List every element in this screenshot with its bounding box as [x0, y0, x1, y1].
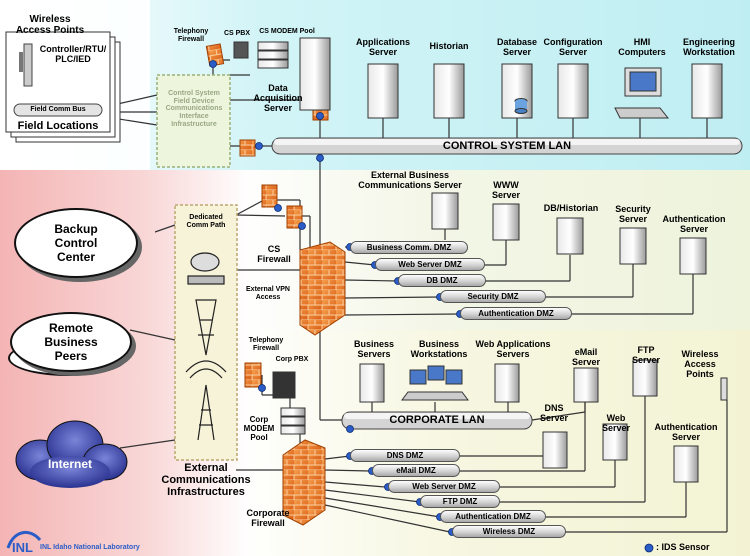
- corporate-lan-label: CORPORATE LAN: [389, 414, 485, 426]
- control-system-lan: CONTROL SYSTEM LAN: [272, 138, 742, 154]
- cs-dmz-business-comm: Business Comm. DMZ: [350, 241, 468, 254]
- external-comm-box: [174, 204, 238, 461]
- corp-pbx-label: Corp PBX: [275, 356, 309, 363]
- cs-dmz-security-label: Security DMZ: [467, 292, 519, 301]
- cs-dmz-authentication: Authentication DMZ: [460, 307, 572, 320]
- corp-dmz-email-label: eMail DMZ: [396, 466, 436, 475]
- cs-pbx-label: CS PBX: [223, 30, 251, 37]
- cs-dmz-db-label: DB DMZ: [426, 276, 458, 285]
- corp-dmz-ftp-label: FTP DMZ: [442, 497, 478, 506]
- backup-control-center: Backup Control Center: [14, 208, 138, 278]
- telephony-firewall-top-label: Telephony Firewall: [173, 28, 209, 43]
- cs-modem-pool-label: CS MODEM Pool: [259, 28, 315, 35]
- email-server-label: eMail Server: [571, 347, 601, 367]
- ftp-server-label: FTP Server: [631, 345, 661, 365]
- historian-label: Historian: [429, 41, 469, 51]
- authentication-server-top-label: Authentication Server: [662, 214, 726, 234]
- corp-dmz-dns: DNS DMZ: [350, 449, 460, 462]
- corp-dmz-dns-label: DNS DMZ: [386, 451, 424, 460]
- business-servers-label: Business Servers: [353, 339, 395, 359]
- hmi-computers-label: HMI Computers: [618, 37, 666, 57]
- cs-firewall-label: CS Firewall: [257, 244, 291, 264]
- corp-modem-pool-label: Corp MODEM Pool: [243, 415, 275, 442]
- wireless-access-points-bottom-label: Wireless Access Points: [681, 349, 719, 379]
- www-server-label: WWW Server: [491, 180, 521, 200]
- security-server-label: Security Server: [615, 204, 651, 224]
- corp-dmz-wireless-label: Wireless DMZ: [482, 527, 536, 536]
- control-system-lan-label: CONTROL SYSTEM LAN: [442, 140, 572, 152]
- corp-dmz-authentication: Authentication DMZ: [440, 510, 546, 523]
- corp-dmz-authentication-label: Authentication DMZ: [455, 512, 531, 521]
- ids-sensor-legend-label: : IDS Sensor: [656, 542, 710, 552]
- authentication-server-bottom-label: Authentication Server: [654, 422, 718, 442]
- configuration-server-label: Configuration Server: [543, 37, 603, 57]
- corp-dmz-web-server-label: Web Server DMZ: [412, 482, 476, 491]
- cs-interface-infra-label: Control System Field Device Communicatio…: [165, 90, 223, 128]
- db-historian-label: DB/Historian: [543, 203, 599, 213]
- corporate-lan: CORPORATE LAN: [342, 412, 532, 428]
- cs-firewall-wall: [299, 241, 346, 336]
- web-server-label: Web Server: [601, 413, 631, 433]
- field-locations-label: Field Locations: [17, 120, 99, 132]
- corp-dmz-wireless: Wireless DMZ: [452, 525, 566, 538]
- cs-dmz-web-server: Web Server DMZ: [375, 258, 485, 271]
- dedicated-comm-path-label: Dedicated Comm Path: [186, 214, 226, 229]
- backup-control-center-label: Backup Control Center: [54, 222, 98, 264]
- corp-dmz-ftp: FTP DMZ: [420, 495, 500, 508]
- applications-server-label: Applications Server: [355, 37, 410, 57]
- svg-text:INL: INL: [12, 540, 33, 555]
- internet-cloud: [15, 420, 128, 488]
- corp-dmz-email: eMail DMZ: [372, 464, 460, 477]
- cs-interface-box: [156, 74, 231, 168]
- cs-dmz-security: Security DMZ: [440, 290, 546, 303]
- cs-dmz-authentication-label: Authentication DMZ: [478, 309, 554, 318]
- inl-logo-mark: INL: [6, 531, 42, 555]
- data-acquisition-server-label: Data Acquisition Server: [253, 83, 303, 113]
- corporate-firewall-label: Corporate Firewall: [246, 508, 290, 528]
- internet-label: Internet: [47, 457, 92, 471]
- field-comm-bus-label: Field Comm Bus: [30, 106, 86, 113]
- controller-rtu-label: Controller/RTU/ PLC/IED: [39, 44, 107, 64]
- business-workstations-label: Business Workstations: [410, 339, 468, 359]
- cs-dmz-db: DB DMZ: [398, 274, 486, 287]
- inl-logo-label: INL Idaho National Laboratory: [40, 544, 140, 551]
- telephony-firewall-bottom-label: Telephony Firewall: [248, 337, 284, 352]
- cs-dmz-web-server-label: Web Server DMZ: [398, 260, 462, 269]
- remote-business-peers: Remote Business Peers: [10, 312, 132, 372]
- dns-server-label: DNS Server: [539, 403, 569, 423]
- database-server-label: Database Server: [496, 37, 538, 57]
- external-vpn-access-label: External VPN Access: [246, 286, 290, 301]
- external-comm-infra-label: External Communications Infrastructures: [161, 462, 251, 499]
- remote-business-peers-label: Remote Business Peers: [44, 321, 98, 363]
- web-applications-servers-label: Web Applications Servers: [475, 339, 551, 359]
- wireless-access-points-top-label: Wireless Access Points: [15, 14, 85, 36]
- cs-dmz-business-comm-label: Business Comm. DMZ: [366, 243, 452, 252]
- ext-business-comm-server-label: External Business Communications Server: [358, 170, 462, 190]
- engineering-workstation-label: Engineering Workstation: [682, 37, 735, 57]
- field-locations-cards: [5, 31, 121, 143]
- corporate-firewall-wall: [282, 439, 326, 526]
- corp-dmz-web-server: Web Server DMZ: [388, 480, 500, 493]
